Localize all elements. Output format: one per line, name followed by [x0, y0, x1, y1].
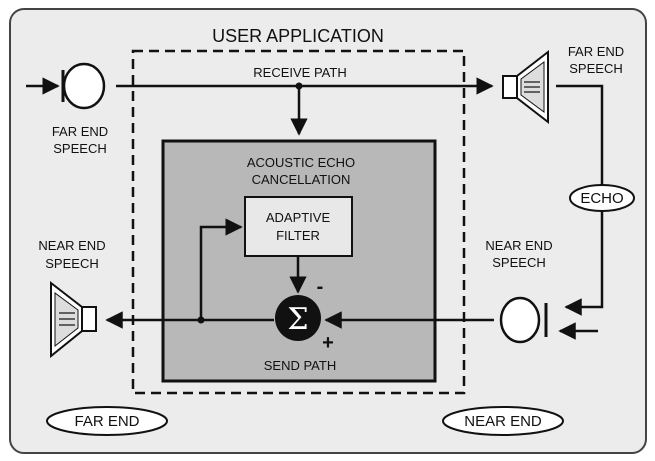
echo-label: ECHO — [580, 190, 623, 207]
user-application-title: USER APPLICATION — [212, 26, 384, 46]
plus-sign: + — [322, 332, 334, 354]
adaptive-filter-label-2: FILTER — [276, 228, 320, 243]
user-application-box — [131, 49, 466, 395]
far-end-mic-icon — [26, 62, 106, 110]
near-end-label: NEAR END — [464, 413, 542, 430]
near-end-speech-mic-label-1: NEAR END — [485, 238, 552, 253]
adaptive-filter-label-1: ADAPTIVE — [266, 210, 331, 225]
near-end-mic-icon — [499, 296, 598, 344]
far-end-label: FAR END — [74, 413, 139, 430]
summation-symbol: Σ — [287, 302, 308, 337]
near-end-speech-speaker-label-2: SPEECH — [45, 256, 98, 271]
far-end-speech-mic-label-2: SPEECH — [53, 141, 106, 156]
send-path-label: SEND PATH — [264, 358, 336, 373]
summation-node — [275, 295, 321, 341]
far-end-oval — [46, 406, 168, 436]
far-end-speech-mic-label-1: FAR END — [52, 124, 108, 139]
aec-label-1: ACOUSTIC ECHO — [247, 155, 355, 170]
receive-path-label: RECEIVE PATH — [253, 65, 346, 80]
adaptive-filter-box — [244, 196, 353, 257]
echo-to-mic-line — [564, 211, 604, 316]
near-end-speaker-icon — [50, 280, 97, 359]
feedback-to-filter-line — [199, 218, 243, 320]
echo-path-line — [556, 84, 604, 186]
far-end-speech-speaker-label-2: SPEECH — [569, 61, 622, 76]
near-end-oval — [442, 406, 564, 436]
minus-sign: - — [317, 276, 324, 298]
aec-label-2: CANCELLATION — [252, 172, 351, 187]
far-end-speech-speaker-label-1: FAR END — [568, 44, 624, 59]
near-end-speech-mic-label-2: SPEECH — [492, 255, 545, 270]
far-end-speaker-icon — [502, 49, 549, 125]
near-end-speech-speaker-label-1: NEAR END — [38, 238, 105, 253]
